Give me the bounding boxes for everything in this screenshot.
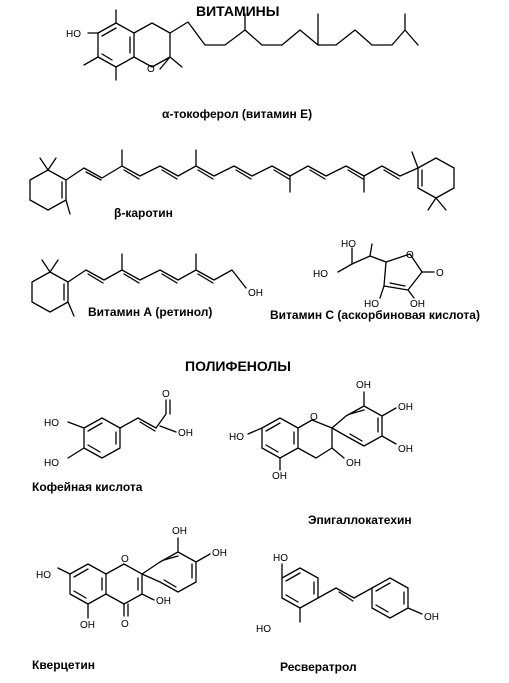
resveratrol-structure <box>281 563 423 623</box>
caption-ascorbic: Витамин С (аскорбиновая кислота) <box>270 308 480 322</box>
quercetin-o-carbonyl: O <box>121 619 129 630</box>
caffeic-ho-top: HO <box>44 418 59 429</box>
caffeic-oh: OH <box>178 428 193 439</box>
caption-egcg: Эпигаллокатехин <box>308 513 412 527</box>
ascorbic-oh-bottom: OH <box>410 299 425 310</box>
tocopherol-o-label: O <box>147 64 155 75</box>
heading-vitamins: ВИТАМИНЫ <box>196 3 280 19</box>
egcg-oh-c: OH <box>346 458 361 469</box>
quercetin-oh-b1: OH <box>172 526 187 537</box>
egcg-oh-b1: OH <box>356 380 371 391</box>
quercetin-ho-a: HO <box>36 570 51 581</box>
resveratrol-oh: OH <box>424 612 439 623</box>
carotene-structure <box>29 149 455 215</box>
quercetin-oh-b2: OH <box>212 548 227 559</box>
caption-retinol: Витамин А (ретинол) <box>88 305 213 319</box>
ascorbic-o-carbonyl: O <box>436 268 444 279</box>
caption-carotene: β-каротин <box>114 206 173 220</box>
egcg-ho-a: HO <box>229 432 244 443</box>
caffeic-ho-bottom: HO <box>44 458 59 469</box>
egcg-structure <box>247 391 397 471</box>
resveratrol-ho-top: HO <box>273 553 288 564</box>
ascorbic-o-ring: O <box>406 250 414 261</box>
quercetin-oh-a: OH <box>80 620 95 631</box>
heading-polyphenols: ПОЛИФЕНОЛЫ <box>185 358 291 374</box>
caption-tocopherol: α-токоферол (витамин Е) <box>162 107 313 121</box>
egcg-oh-b2: OH <box>398 402 413 413</box>
retinol-oh-label: OH <box>248 288 263 299</box>
quercetin-oh-c: OH <box>156 596 171 607</box>
ascorbic-ho-top: HO <box>341 239 356 250</box>
ascorbic-ho-side: HO <box>313 269 328 280</box>
caffeic-structure <box>67 399 177 459</box>
caption-resveratrol: Ресвератрол <box>280 660 357 674</box>
caption-caffeic: Кофейная кислота <box>32 480 143 494</box>
quercetin-o-ring: O <box>121 554 129 565</box>
retinol-structure <box>31 253 247 317</box>
egcg-o-ring: O <box>310 412 318 423</box>
resveratrol-ho-bottom: HO <box>256 624 271 635</box>
quercetin-structure <box>57 537 211 619</box>
caption-quercetin: Кверцетин <box>32 658 95 672</box>
ascorbic-structure <box>337 243 435 299</box>
egcg-oh-a: OH <box>272 471 287 482</box>
ascorbic-ho-bottom: HO <box>364 299 379 310</box>
tocopherol-ho-label: HO <box>66 29 81 40</box>
tocopherol-structure <box>83 9 419 81</box>
caffeic-o: O <box>162 389 170 400</box>
egcg-oh-b3: OH <box>398 444 413 455</box>
